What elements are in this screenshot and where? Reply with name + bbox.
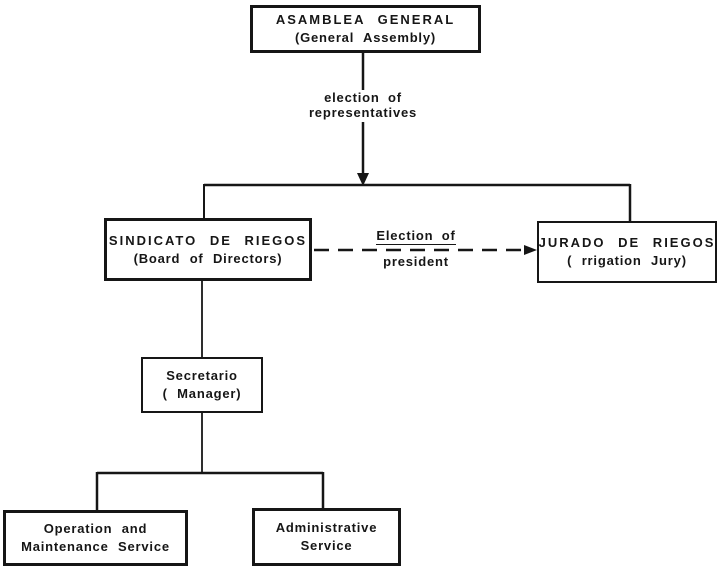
node-jurado-de-riegos: JURADO DE RIEGOS ( rrigation Jury) [537, 221, 717, 283]
edge-label-president: president [346, 254, 486, 269]
node-operation-maintenance-service: Operation and Maintenance Service [3, 510, 188, 566]
node-subtitle: (Board of Directors) [133, 250, 283, 266]
node-subtitle: ( rrigation Jury) [567, 253, 687, 268]
node-subtitle: ( Manager) [162, 386, 242, 401]
node-title: Operation and [43, 521, 148, 536]
edge-label-line1: Election of [376, 228, 456, 245]
edge-label-line2: representatives [308, 105, 418, 120]
node-title: ASAMBLEA GENERAL [275, 12, 456, 27]
arrow-down-icon [357, 173, 369, 186]
node-secretario: Secretario ( Manager) [141, 357, 263, 413]
node-sindicato-de-riegos: SINDICATO DE RIEGOS (Board of Directors) [104, 218, 312, 281]
node-title: JURADO DE RIEGOS [538, 235, 716, 250]
edge-label-line1: election of [324, 90, 402, 105]
node-title: Secretario [166, 368, 238, 383]
node-title: Administrative [275, 520, 378, 535]
node-title: SINDICATO DE RIEGOS [108, 232, 308, 248]
node-subtitle: Maintenance Service [21, 539, 170, 554]
edge-label-election-of-representatives: election of representatives [263, 90, 463, 120]
node-administrative-service: Administrative Service [252, 508, 401, 566]
node-subtitle: Service [300, 538, 353, 553]
node-subtitle: (General Assembly) [294, 30, 437, 45]
edge-label-line2: president [383, 254, 449, 269]
edge-label-election-of: Election of [346, 228, 486, 245]
arrow-right-icon [524, 245, 537, 255]
node-asamblea-general: ASAMBLEA GENERAL (General Assembly) [250, 5, 481, 53]
